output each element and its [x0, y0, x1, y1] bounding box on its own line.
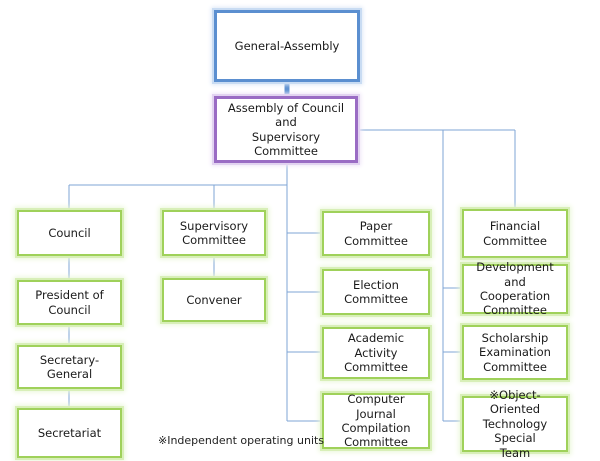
independent-units-note: ※Independent operating units [158, 434, 325, 447]
node-computer-journal-compilation-committee: Computer Journal Compilation Committee [322, 392, 430, 449]
node-development-cooperation-committee: Development and Cooperation Committee [462, 260, 568, 317]
node-convener: Convener [162, 278, 266, 322]
node-supervisory-committee: Supervisory Committee [162, 210, 266, 256]
node-object-oriented-technology-team: ※Object-Oriented Technology Special Team [462, 388, 568, 460]
node-election-committee: Election Committee [322, 269, 430, 315]
node-paper-committee: Paper Committee [322, 211, 430, 256]
node-financial-committee: Financial Committee [462, 209, 568, 258]
node-president-of-council: President of Council [17, 280, 122, 325]
node-assembly-council-supervisory: Assembly of Council and Supervisory Comm… [214, 96, 358, 163]
node-council: Council [17, 210, 122, 256]
node-academic-activity-committee: Academic Activity Committee [322, 327, 430, 379]
node-general-assembly: General-Assembly [214, 10, 360, 82]
node-secretary-general: Secretary-General [17, 345, 122, 389]
node-scholarship-examination-committee: Scholarship Examination Committee [462, 325, 568, 380]
node-secretariat: Secretariat [17, 408, 122, 458]
